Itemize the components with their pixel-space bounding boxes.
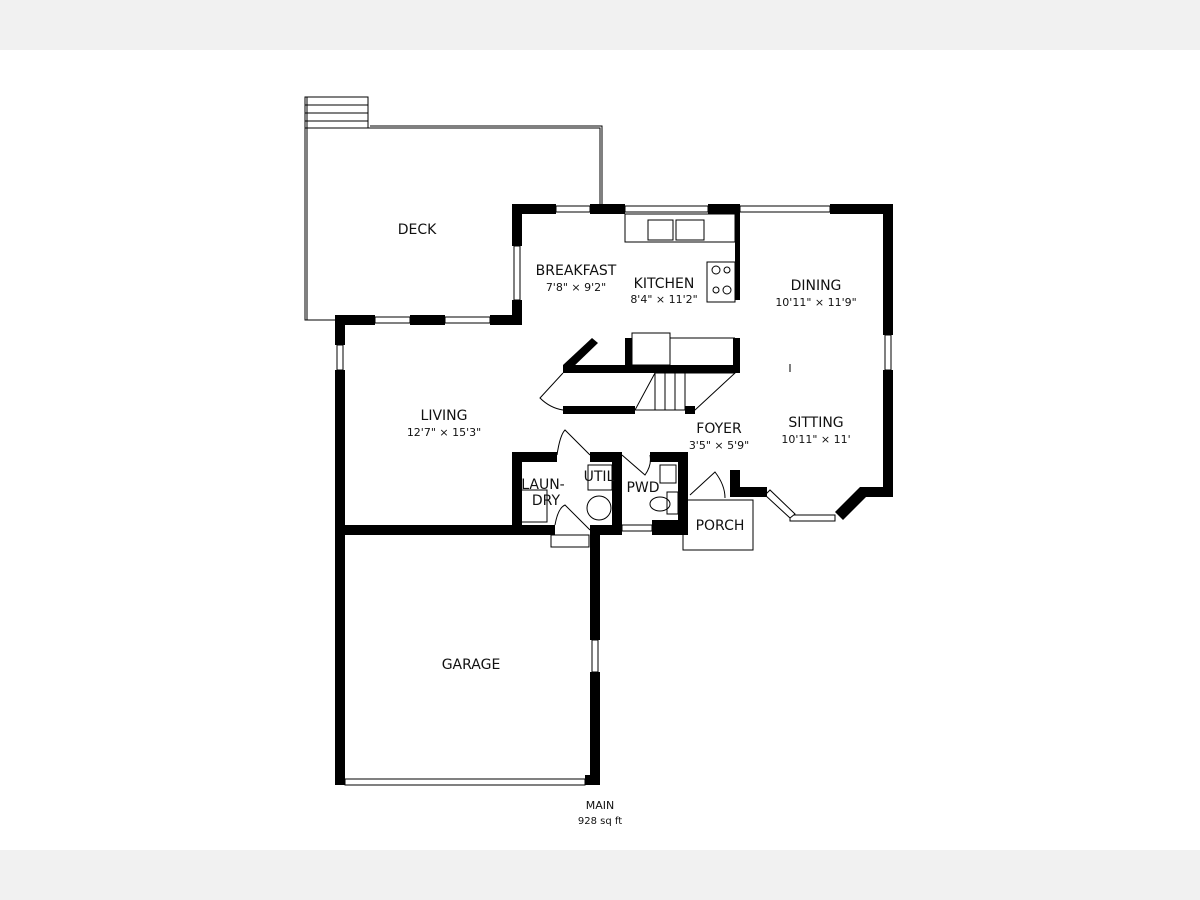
util-label: UTIL (584, 469, 615, 485)
kitchen-dims: 8'4" × 11'2" (630, 293, 697, 306)
laundry-label-1: LAUN- (521, 477, 564, 493)
foyer-label: FOYER (696, 421, 742, 437)
sitting-label: SITTING (788, 415, 843, 431)
living-dims: 12'7" × 15'3" (407, 426, 481, 439)
floor-area: 928 sq ft (578, 816, 622, 827)
top-band (0, 0, 1200, 50)
porch-label: PORCH (696, 518, 745, 534)
laundry-label-2: DRY (532, 493, 561, 509)
bottom-band (0, 850, 1200, 900)
foyer-dims: 3'5" × 5'9" (689, 439, 749, 452)
breakfast-label: BREAKFAST (536, 263, 617, 279)
pwd-label: PWD (626, 480, 659, 496)
dining-label: DINING (791, 278, 842, 294)
living-label: LIVING (421, 408, 468, 424)
kitchen-label: KITCHEN (634, 276, 695, 292)
breakfast-dims: 7'8" × 9'2" (546, 281, 606, 294)
deck-label: DECK (398, 222, 437, 238)
garage-label: GARAGE (442, 657, 501, 673)
deck (304, 96, 603, 321)
sitting-dims: 10'11" × 11' (781, 433, 850, 446)
dining-dims: 10'11" × 11'9" (775, 296, 856, 309)
walls: I (335, 204, 893, 786)
svg-text:I: I (788, 362, 791, 375)
floor-name: MAIN (586, 799, 615, 812)
